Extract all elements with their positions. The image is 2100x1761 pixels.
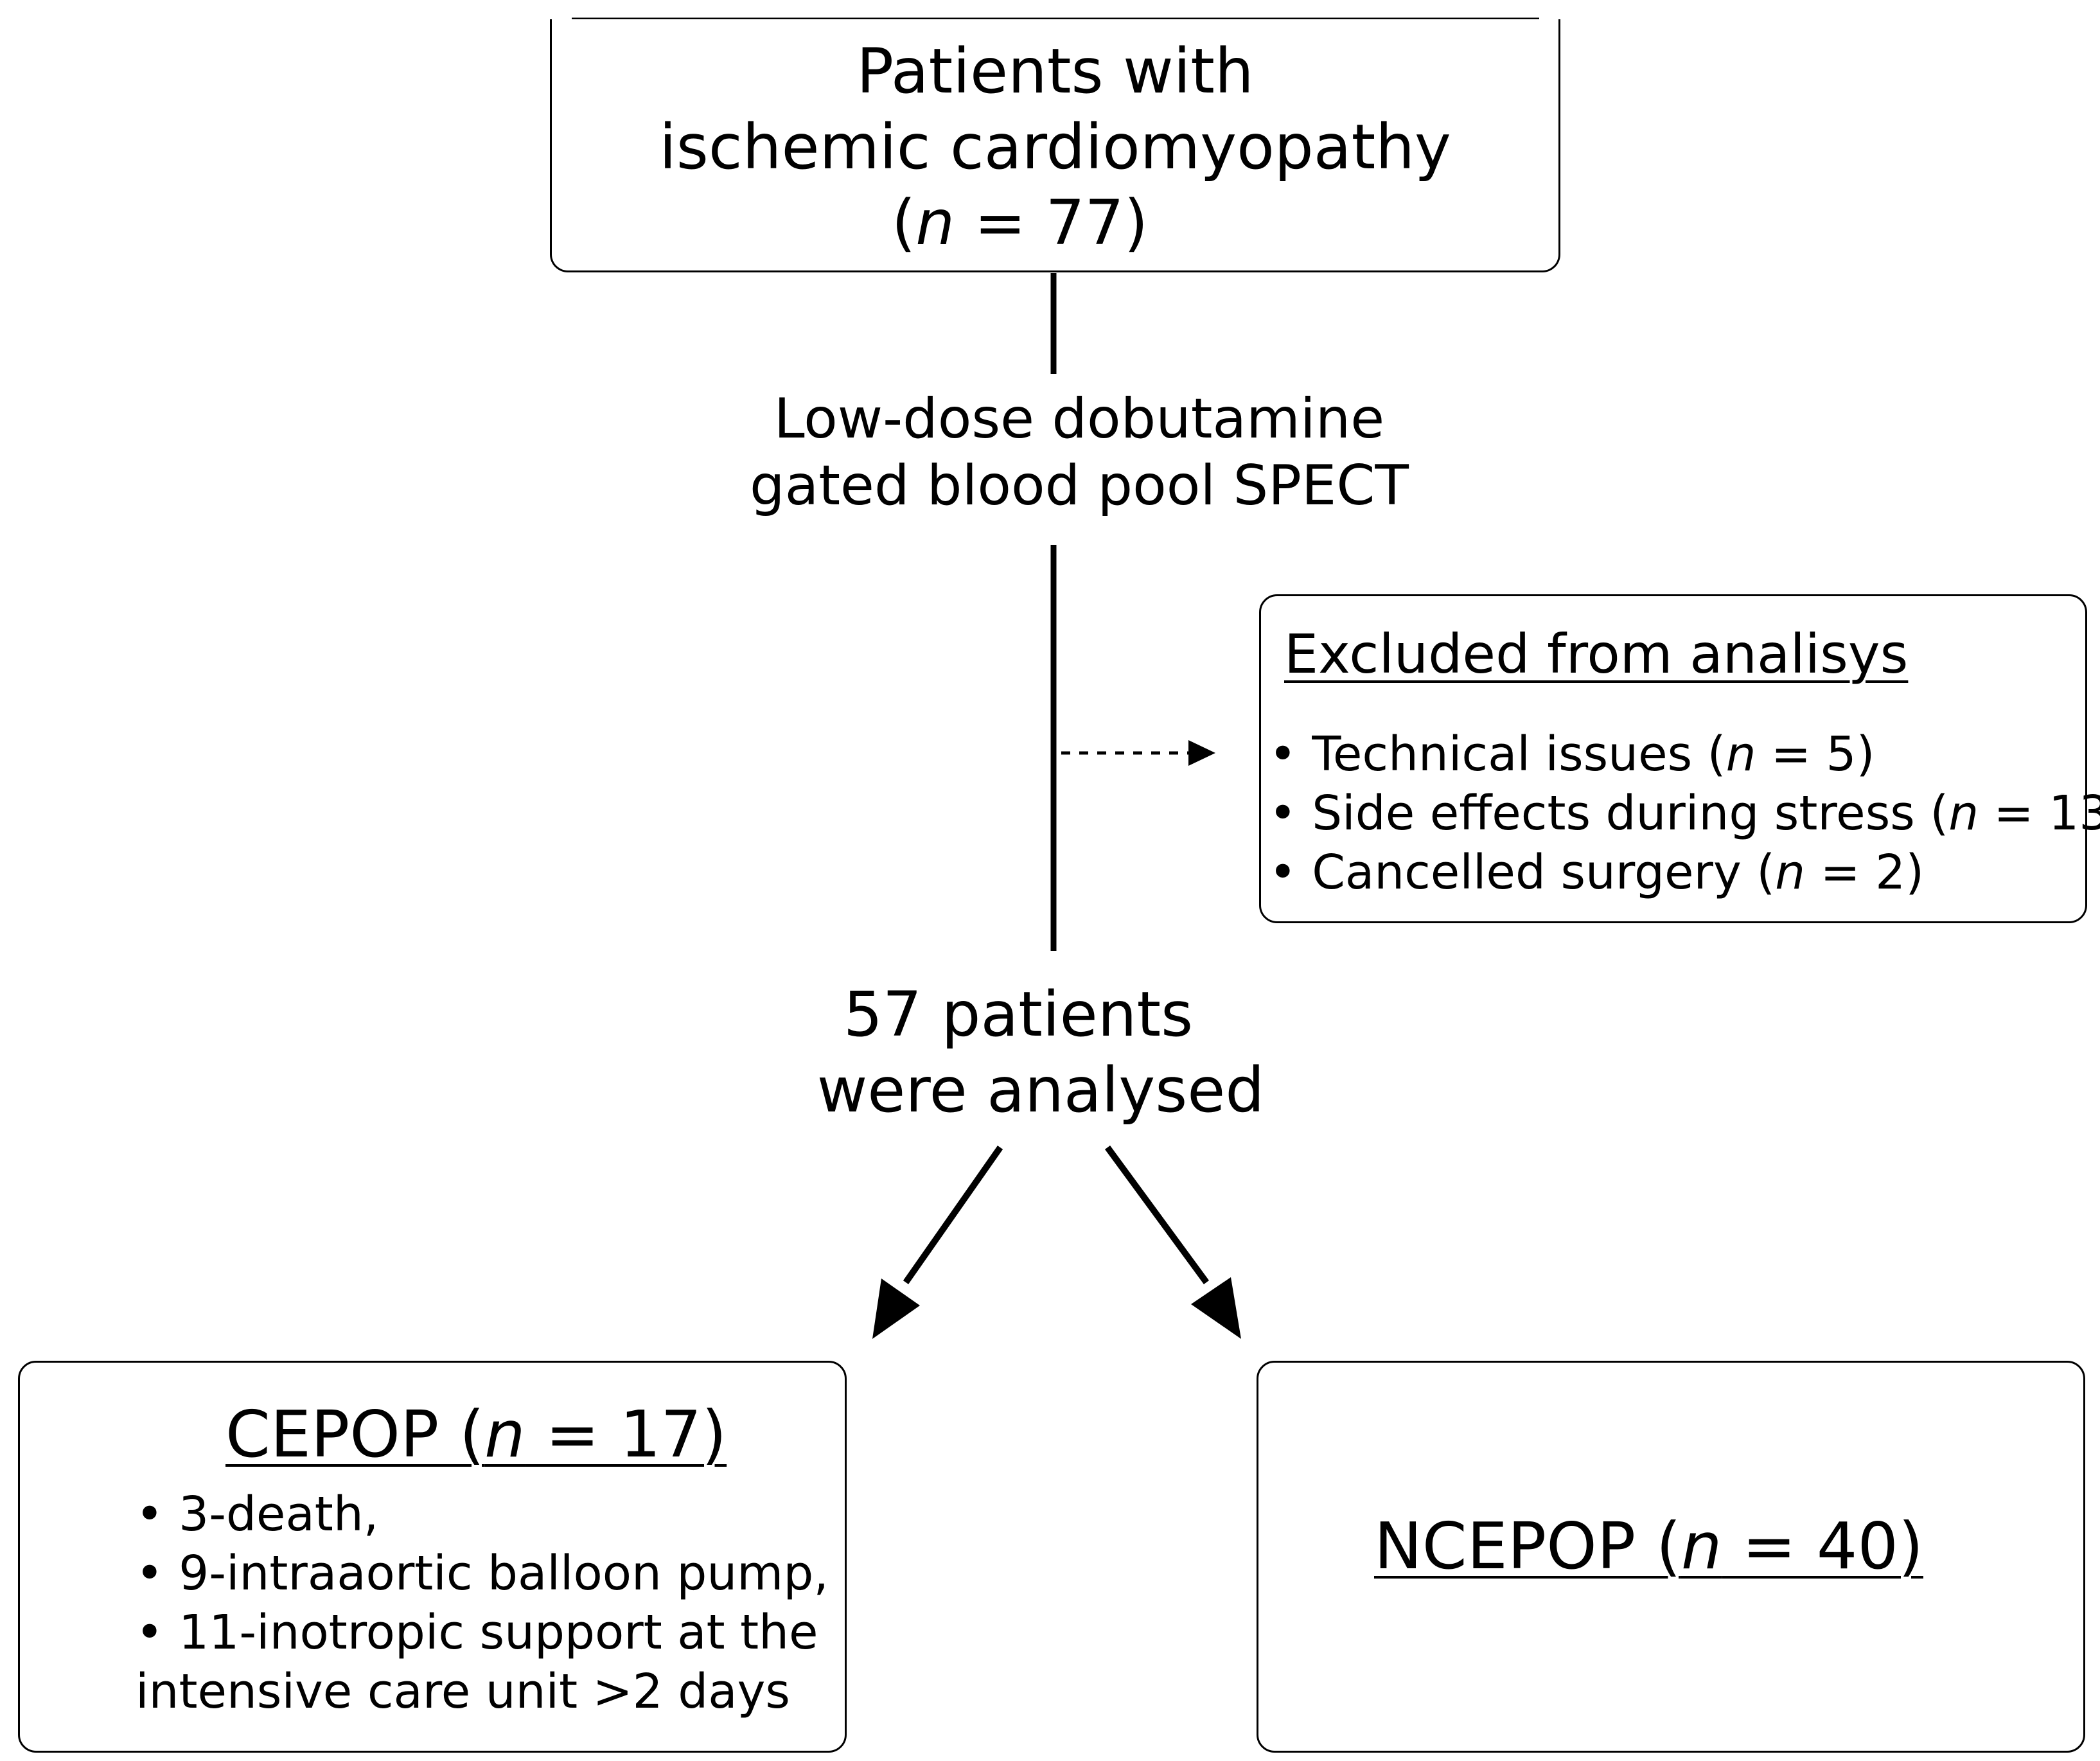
cepop-item-icu: intensive care unit >2 days	[136, 1664, 790, 1719]
cepop-item-death: • 3-death,	[136, 1487, 379, 1542]
excluded-item-side-effects: • Side effects during stress (n = 13)	[1269, 786, 2100, 841]
excluded-box: Excluded from analisys • Technical issue…	[1259, 594, 2100, 923]
arrowhead-ncepop	[1191, 1277, 1241, 1339]
exclusion-arrowhead	[1188, 740, 1215, 766]
cepop-box: CEPOP (n = 17) • 3-death, • 9-intraaorti…	[18, 1361, 847, 1753]
arrow-to-ncepop	[1104, 1146, 1210, 1284]
excluded-title: Excluded from analisys	[1284, 623, 1909, 686]
excluded-item-cancelled: • Cancelled surgery (n = 2)	[1269, 845, 1925, 900]
intervention-line-1: Low-dose dobutamine	[773, 387, 1385, 451]
cepop-item-inotropic: • 11-inotropic support at the	[136, 1605, 818, 1660]
analysed-line-2: were analysed	[816, 1054, 1265, 1126]
intervention-label: Low-dose dobutamine gated blood pool SPE…	[668, 385, 1490, 519]
population-line-1: Patients with	[856, 35, 1254, 107]
analysed-line-1: 57 patients	[843, 978, 1194, 1050]
ncepop-box: NCEPOP (n = 40)	[1257, 1361, 2085, 1753]
cepop-list: • 3-death, • 9-intraaortic balloon pump,…	[136, 1485, 829, 1721]
cepop-item-balloon-pump: • 9-intraaortic balloon pump,	[136, 1546, 829, 1601]
arrow-to-cepop	[903, 1146, 1003, 1284]
excluded-item-technical: • Technical issues (n = 5)	[1269, 727, 1875, 782]
intervention-line-2: gated blood pool SPECT	[750, 454, 1409, 518]
cepop-title: CEPOP (n = 17)	[225, 1397, 727, 1472]
population-count: (n = 77)	[891, 187, 1149, 259]
analysed-label: 57 patients were analysed	[758, 977, 1323, 1128]
arrowhead-cepop	[872, 1279, 920, 1339]
population-box: Patients with ischemic cardiomyopathy (n…	[550, 19, 1560, 272]
ncepop-title: NCEPOP (n = 40)	[1374, 1509, 1923, 1584]
excluded-list: • Technical issues (n = 5) • Side effect…	[1269, 725, 2100, 902]
population-line-2: ischemic cardiomyopathy	[659, 111, 1451, 183]
